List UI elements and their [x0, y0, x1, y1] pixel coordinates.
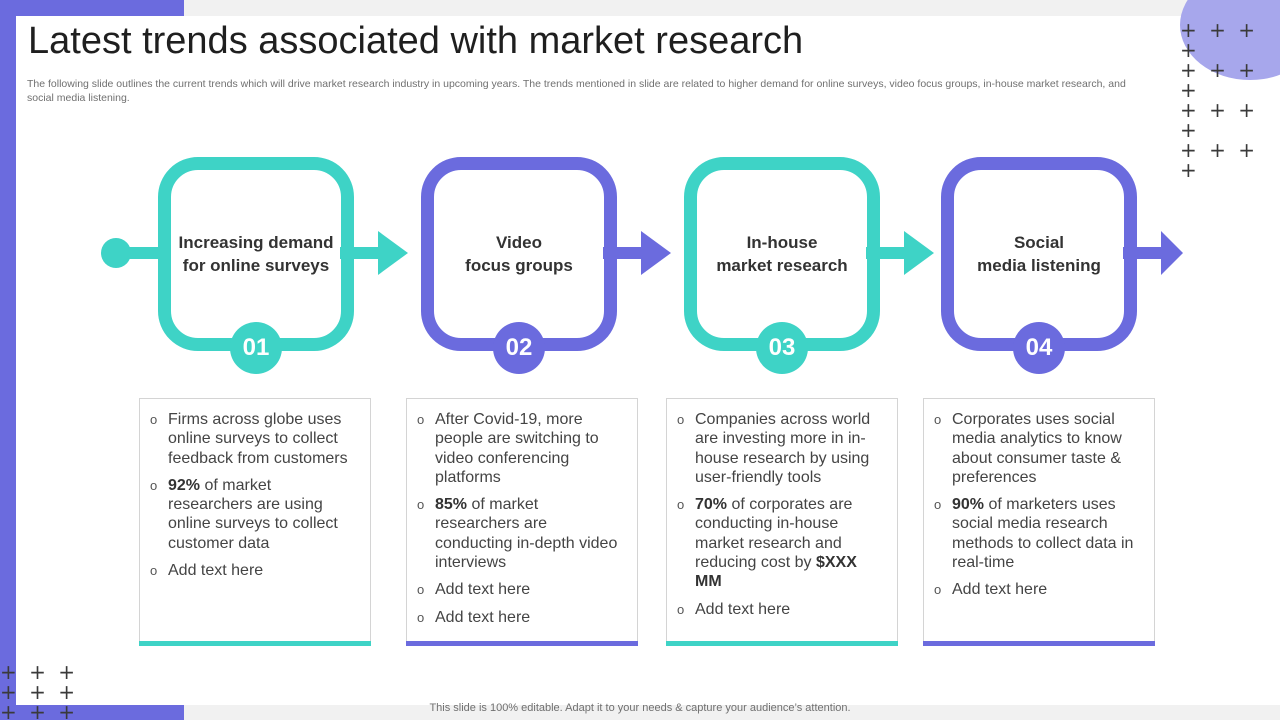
detail-card-social-media-listening: o Corporates uses social media analytics …: [923, 398, 1155, 646]
left-accent-bar: [0, 0, 16, 720]
step-number-badge: 02: [493, 322, 545, 374]
top-accent-block: [16, 0, 184, 16]
item-highlight: 92%: [168, 476, 201, 494]
flow-start-dot: [101, 238, 131, 268]
bullet-list: o Corporates uses social media analytics …: [924, 399, 1154, 600]
bullet-circle-icon: o: [677, 601, 685, 617]
step-number-badge: 04: [1013, 322, 1065, 374]
bullet-list: o Companies across world are investing mo…: [667, 399, 897, 619]
bullet-circle-icon: o: [150, 477, 158, 493]
bullet-circle-icon: o: [934, 497, 942, 513]
plus-row: + + + +: [1180, 138, 1258, 182]
item-text: Add text here: [695, 600, 791, 618]
bullet-circle-icon: o: [150, 563, 158, 579]
bullet-circle-icon: o: [677, 497, 685, 513]
step-label: Social media listening: [977, 233, 1101, 275]
item-text: of marketers uses social media research …: [952, 496, 1134, 572]
item-text: Add text here: [435, 581, 531, 599]
list-item: o Add text here: [417, 608, 627, 627]
plus-pattern-bottom-left: + + + + + + + + +: [0, 662, 78, 722]
item-highlight: 90%: [952, 496, 985, 514]
plus-row: + + + +: [1180, 18, 1258, 62]
detail-card-in-house-research: o Companies across world are investing mo…: [666, 398, 898, 646]
step-card-social-media-listening: Social media listening 04: [941, 157, 1137, 374]
item-text: Companies across world are investing mor…: [695, 411, 871, 486]
bottom-gray-band: [184, 705, 1280, 720]
bullet-list: o After Covid-19, more people are switchi…: [407, 399, 637, 627]
top-gray-band: [184, 0, 1280, 16]
step-label: Increasing demand for online surveys: [178, 233, 334, 275]
item-highlight-cost: $XXX MM: [695, 554, 857, 591]
step-card-video-focus-groups: Video focus groups 02: [421, 157, 617, 374]
list-item: o 70% of corporates are conducting in-hou…: [677, 495, 887, 591]
page-subtitle: The following slide outlines the current…: [27, 78, 1126, 104]
step-ring: [421, 157, 617, 351]
card-bottom-bar: [666, 641, 898, 646]
bottom-accent-block: [16, 705, 184, 720]
step-card-in-house-research: In-house market research 03: [684, 157, 880, 374]
item-text: of corporates are conducting in-house ma…: [695, 496, 853, 572]
plus-row: + + +: [0, 700, 78, 724]
item-text: Corporates uses social media analytics t…: [952, 411, 1122, 486]
list-item: o Firms across globe uses online surveys …: [150, 410, 360, 468]
step-number-badge: 03: [756, 322, 808, 374]
item-text: of market researchers are using online s…: [168, 476, 338, 552]
item-text: Add text here: [952, 581, 1048, 599]
bullet-list: o Firms across globe uses online surveys …: [140, 399, 370, 580]
plus-row: + + + +: [1180, 98, 1258, 142]
arrow-right-icon: [603, 231, 671, 275]
list-item: o Add text here: [934, 580, 1144, 599]
bullet-circle-icon: o: [417, 412, 425, 427]
item-text: After Covid-19, more people are switchin…: [435, 411, 599, 486]
step-number-badge: 01: [230, 322, 282, 374]
list-item: o Companies across world are investing mo…: [677, 410, 887, 487]
arrow-right-icon: [340, 231, 408, 275]
item-text: of market researchers are conducting in-…: [435, 496, 618, 572]
bullet-circle-icon: o: [417, 609, 425, 625]
step-label: In-house market research: [716, 233, 848, 275]
item-text: Firms across globe uses online surveys t…: [168, 411, 348, 467]
bullet-circle-icon: o: [677, 412, 685, 427]
bullet-circle-icon: o: [417, 497, 425, 513]
step-ring: [158, 157, 354, 351]
bullet-circle-icon: o: [934, 412, 942, 427]
detail-card-online-surveys: o Firms across globe uses online surveys …: [139, 398, 371, 646]
step-card-online-surveys: Increasing demand for online surveys 01: [158, 157, 354, 374]
item-highlight: 85%: [435, 496, 468, 514]
page-title: Latest trends associated with market res…: [28, 20, 804, 62]
plus-row: + + + +: [1180, 58, 1258, 102]
item-highlight: 70%: [695, 496, 728, 514]
step-label: Video focus groups: [465, 233, 573, 275]
bullet-circle-icon: o: [150, 412, 158, 427]
plus-row: + + +: [0, 660, 78, 684]
plus-pattern-top-right: + + + + + + + + + + + + + + + +: [1180, 20, 1280, 180]
bullet-circle-icon: o: [934, 582, 942, 598]
list-item: o Add text here: [677, 600, 887, 619]
list-item: o 92% of market researchers are using onl…: [150, 476, 360, 553]
card-bottom-bar: [406, 641, 638, 646]
arrow-right-icon: [1123, 231, 1183, 275]
list-item: o 85% of market researchers are conductin…: [417, 495, 627, 572]
list-item: o 90% of marketers uses social media rese…: [934, 495, 1144, 572]
arrow-right-icon: [866, 231, 934, 275]
list-item: o Corporates uses social media analytics …: [934, 410, 1144, 487]
bullet-circle-icon: o: [417, 582, 425, 598]
plus-row: + + +: [0, 680, 78, 704]
item-text: Add text here: [168, 562, 264, 580]
detail-card-video-focus-groups: o After Covid-19, more people are switchi…: [406, 398, 638, 646]
list-item: o Add text here: [417, 580, 627, 599]
card-bottom-bar: [923, 641, 1155, 646]
list-item: o Add text here: [150, 561, 360, 580]
item-text: Add text here: [435, 608, 531, 626]
card-bottom-bar: [139, 641, 371, 646]
footer-note: This slide is 100% editable. Adapt it to…: [429, 702, 851, 714]
list-item: o After Covid-19, more people are switchi…: [417, 410, 627, 487]
